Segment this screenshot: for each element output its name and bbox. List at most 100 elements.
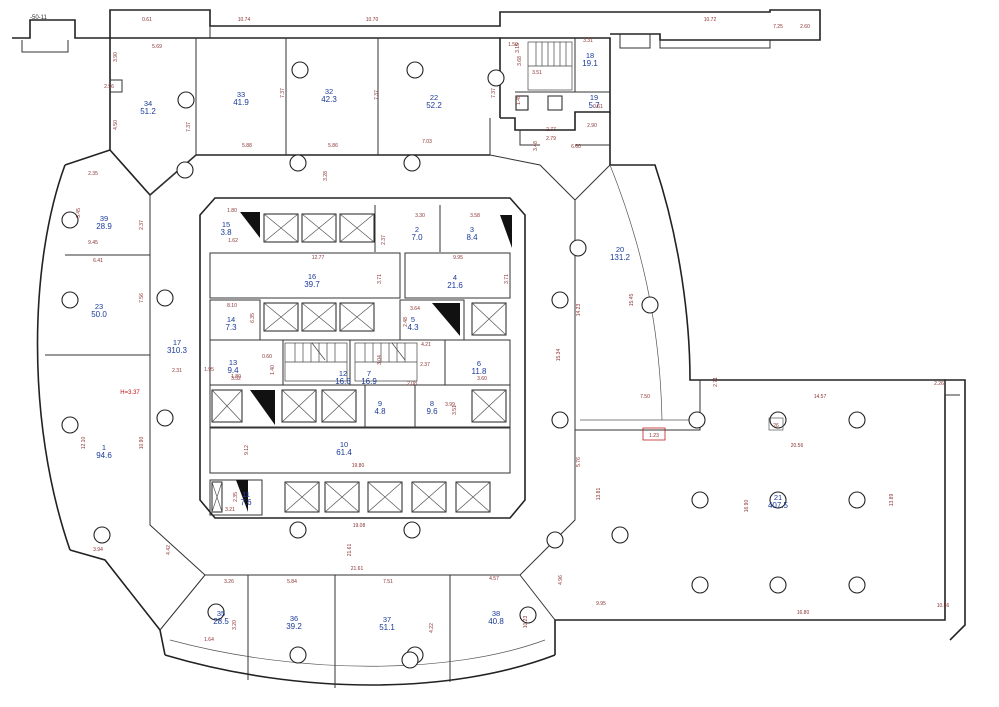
dimension-label: 6.60: [571, 144, 581, 150]
dimension-label: 3.90: [113, 52, 119, 62]
dimension-label: 15.45: [629, 294, 635, 307]
column-circle: [403, 521, 421, 539]
dimension-label: 14.57: [814, 394, 827, 400]
room-area: 16.9: [361, 377, 377, 386]
top-strip: -50-11: [12, 9, 821, 53]
dimension-label: 2.90: [587, 123, 597, 129]
room-number: 3: [470, 225, 474, 234]
room-1: 194.6: [96, 443, 112, 460]
room-area: 41.9: [233, 98, 249, 107]
room-3: 38.4: [466, 225, 478, 242]
column-circle: [487, 69, 505, 87]
room-area: 131.2: [610, 253, 631, 262]
dimension-label: 0.61: [142, 17, 152, 23]
dimension-label: 3.15: [515, 43, 521, 53]
room-area: 21.6: [447, 281, 463, 290]
column-circle: [401, 651, 419, 669]
room-area: 39.2: [286, 622, 302, 631]
room-8: 89.6: [426, 399, 438, 416]
room-9: 94.8: [374, 399, 386, 416]
dimension-label: 3.48: [533, 141, 539, 151]
room-number: 37: [383, 615, 391, 624]
column-circle: [61, 211, 79, 229]
room-14: 147.3: [225, 315, 237, 332]
column-circle: [61, 291, 79, 309]
room-number: 38: [492, 609, 500, 618]
room-6: 611.8: [472, 359, 488, 376]
dimension-label: 7.37: [280, 88, 286, 98]
dimension-label: 1.80: [231, 374, 241, 380]
dimension-label: 10.70: [366, 17, 379, 23]
north-bays: [109, 37, 501, 197]
dimension-label: 19.08: [353, 523, 366, 529]
dimension-label: 6.41: [93, 258, 103, 264]
room-area: 51.1: [379, 623, 395, 632]
marker-label: 26: [773, 423, 779, 429]
column-circle: [691, 491, 709, 509]
room-number: 1: [102, 443, 106, 452]
central-core: [199, 197, 526, 519]
dimension-label: 5.88: [242, 143, 252, 149]
dimension-label: 2.37: [420, 362, 430, 368]
room-area: 42.3: [321, 95, 337, 104]
dimension-label: 13.89: [889, 494, 895, 507]
dimension-label: 7.37: [491, 88, 497, 98]
room-number: 39: [100, 214, 108, 223]
dimension-label: 16.80: [797, 610, 810, 616]
dimension-label: 1.64: [204, 637, 214, 643]
dimension-label: 3.58: [470, 213, 480, 219]
dimension-label: 1.80: [227, 208, 237, 214]
room-area: 9.4: [227, 366, 239, 375]
south-bays: [159, 574, 556, 688]
dimension-label: 10.90: [139, 437, 145, 450]
dimension-label: 3.51: [452, 405, 458, 415]
room-5: 54.3: [407, 315, 419, 332]
room-7: 716.9: [361, 369, 377, 386]
room-number: 17: [173, 338, 181, 347]
dimension-label: 4.96: [558, 575, 564, 585]
room-area: 39.7: [304, 280, 320, 289]
structural-columns: [61, 61, 866, 669]
room-number: 35: [217, 609, 225, 618]
stair-block-ne: [500, 37, 611, 146]
room-area: 7.0: [411, 233, 423, 242]
dimension-label: 0.60: [262, 354, 272, 360]
room-number: 21: [774, 493, 782, 502]
dimension-label: 9.95: [596, 601, 606, 607]
dimension-label: 3.64: [410, 306, 420, 312]
room-area: 51.2: [140, 107, 156, 116]
dimension-label: 7.50: [640, 394, 650, 400]
dimension-label: 2.60: [800, 24, 810, 30]
room-number: 8: [430, 399, 434, 408]
column-circle: [156, 409, 174, 427]
column-circle: [848, 491, 866, 509]
dimension-label: 1.40: [270, 365, 276, 375]
dimension-label: 5.45: [76, 208, 82, 218]
dimension-label: 12.77: [312, 255, 325, 261]
column-circle: [848, 411, 866, 429]
room-number: 36: [290, 614, 298, 623]
room-number: 13: [229, 358, 237, 367]
dimension-label: 10.74: [238, 17, 251, 23]
dimension-label: 4.21: [421, 342, 431, 348]
core-stairs: [284, 342, 418, 382]
dimension-label: 3.71: [377, 274, 383, 284]
room-area: 7.3: [225, 323, 237, 332]
dimension-label: 1.50: [508, 42, 518, 48]
column-circle: [848, 576, 866, 594]
dimension-label: 4.22: [429, 623, 435, 633]
dimension-label: 2.37: [381, 235, 387, 245]
room-number: 15: [222, 220, 230, 229]
dimension-label: 2.71: [713, 377, 719, 387]
dimension-label: 2.48: [403, 317, 409, 327]
column-circle: [403, 154, 421, 172]
room-number: 18: [586, 51, 594, 60]
dimension-label: 7.56: [139, 293, 145, 303]
dimension-label: 7.25: [773, 24, 783, 30]
